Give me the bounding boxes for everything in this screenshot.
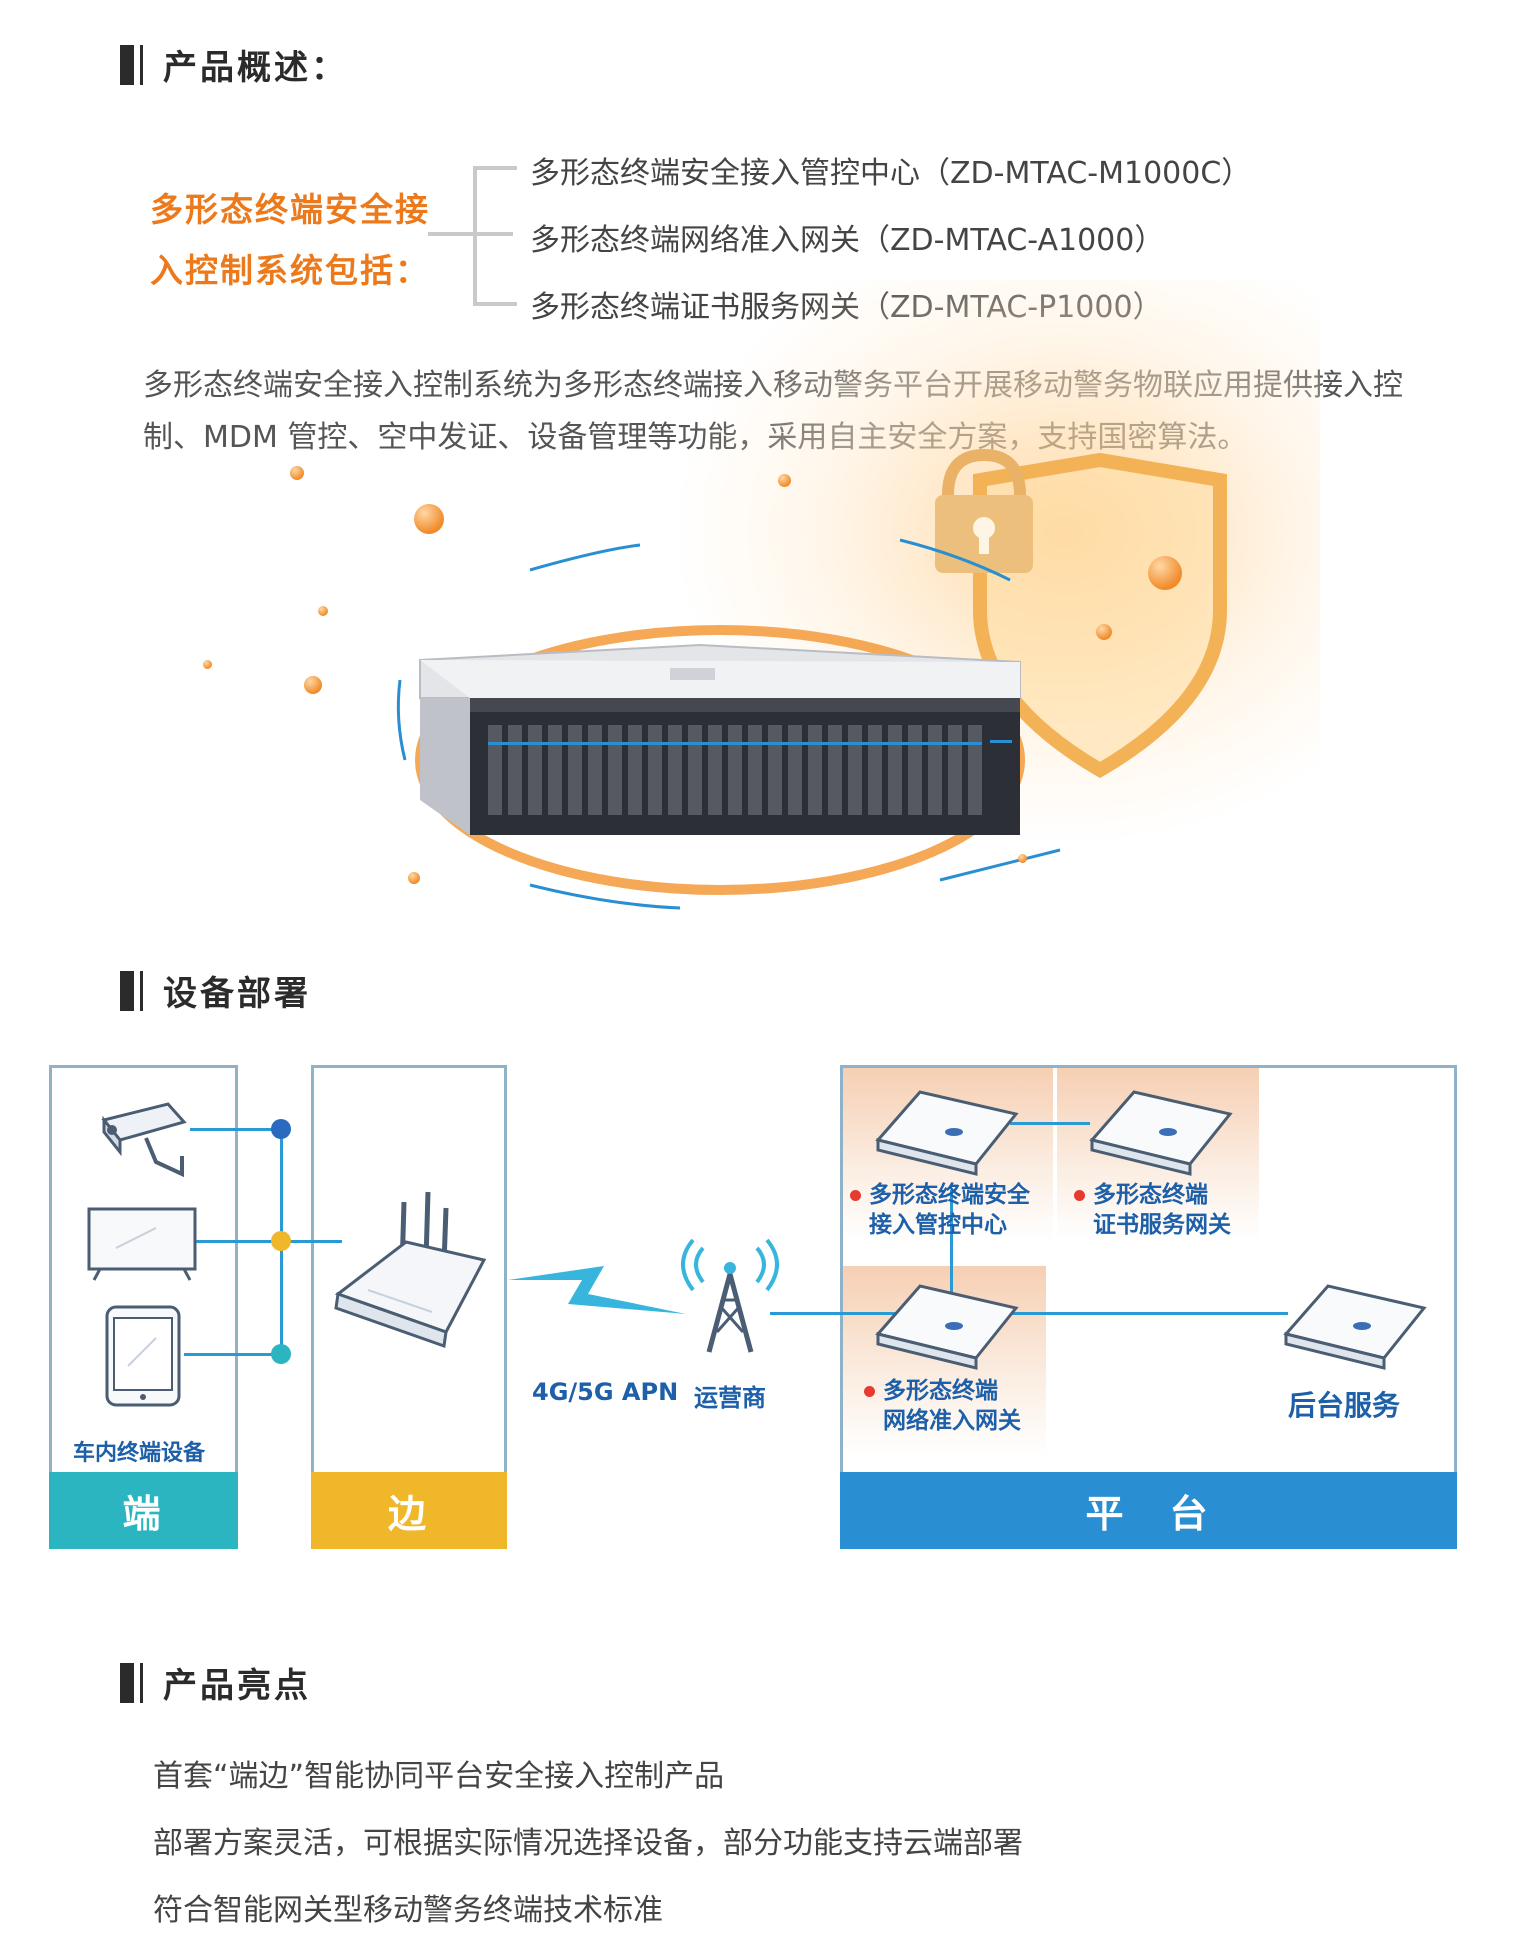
tablet-link (184, 1353, 282, 1356)
backend-service-label: 后台服务 (1288, 1389, 1401, 1422)
orange-bubble-icon (408, 872, 420, 884)
highlights-title: 产品亮点 (163, 1666, 311, 1706)
mgmt-access-link (950, 1190, 953, 1298)
platform-band: 平 台 (840, 1472, 1457, 1549)
mgmt-center-label-line1: 多形态终端安全 (869, 1182, 1030, 1208)
terminal-devices-label: 车内终端设备 (73, 1441, 206, 1466)
system-title-line2: 入控制系统包括： (150, 251, 430, 290)
header-bar-thin-icon (140, 970, 143, 1011)
cert-gateway-label-line1: 多形态终端 (1093, 1182, 1208, 1208)
header-bar-icon (120, 970, 134, 1011)
deployment-header: 设备部署 (120, 966, 311, 1015)
carrier-platform-link (770, 1312, 1288, 1315)
component-mgmt-center: 多形态终端安全接入管控中心（ZD-MTAC-M1000C） (530, 156, 1252, 191)
overview-title: 产品概述： (163, 48, 348, 88)
highlight-item: 符合智能网关型移动警务终端技术标准 (153, 1893, 663, 1928)
header-bar-icon (120, 44, 134, 85)
header-bar-thin-icon (140, 44, 143, 85)
access-gateway-appliance-icon (875, 1284, 1019, 1370)
cert-gateway-appliance-icon (1089, 1090, 1233, 1176)
highlights-header: 产品亮点 (120, 1658, 311, 1707)
component-bracket (473, 166, 517, 306)
junction-dot-tablet (271, 1344, 291, 1364)
edge-band: 边 (311, 1472, 507, 1549)
junction-dot-tv (271, 1231, 291, 1251)
edge-router-icon (334, 1191, 487, 1349)
red-bullet-icon (850, 1190, 861, 1201)
tv-link (196, 1240, 342, 1243)
orange-bubble-icon (1096, 624, 1112, 640)
bracket-tick (473, 232, 513, 236)
orange-bubble-icon (318, 606, 328, 616)
camera-icon (101, 1102, 187, 1178)
cert-gateway-label: 多形态终端 证书服务网关 (1074, 1180, 1231, 1240)
tablet-icon (105, 1305, 181, 1407)
terminal-band: 端 (49, 1472, 238, 1549)
backend-server-appliance-icon (1283, 1284, 1427, 1370)
junction-dot-camera (271, 1119, 291, 1139)
red-bullet-icon (864, 1386, 875, 1397)
orange-bubble-icon (290, 466, 304, 480)
carrier-label: 运营商 (694, 1384, 766, 1412)
orange-bubble-icon (1018, 854, 1027, 863)
header-bar-icon (120, 1662, 134, 1703)
access-gateway-label: 多形态终端 网络准入网关 (864, 1376, 1021, 1436)
overview-header: 产品概述： (120, 40, 348, 89)
wireless-link-icon (508, 1266, 686, 1314)
deployment-title: 设备部署 (163, 974, 311, 1014)
orange-bubble-icon (304, 676, 322, 694)
red-bullet-icon (1074, 1190, 1085, 1201)
cell-tower-icon (681, 1238, 779, 1353)
orange-bubble-icon (203, 660, 212, 669)
mgmt-center-appliance-icon (875, 1090, 1019, 1176)
mgmt-cert-link (1010, 1122, 1090, 1125)
orange-bubble-icon (778, 474, 791, 487)
orange-bubble-icon (414, 504, 444, 534)
access-gateway-label-line1: 多形态终端 (883, 1378, 998, 1404)
server-icon (419, 643, 1021, 835)
orange-bubble-icon (1148, 556, 1182, 590)
mgmt-center-label: 多形态终端安全 接入管控中心 (850, 1180, 1030, 1240)
highlight-item: 部署方案灵活，可根据实际情况选择设备，部分功能支持云端部署 (153, 1826, 1023, 1861)
tv-icon (87, 1207, 197, 1281)
access-gateway-label-line2: 网络准入网关 (883, 1408, 1021, 1434)
system-title-line1: 多形态终端安全接 (150, 190, 430, 229)
lock-icon (935, 448, 1033, 573)
product-illustration (396, 448, 1227, 910)
cert-gateway-label-line2: 证书服务网关 (1093, 1212, 1231, 1238)
highlight-item: 首套“端边”智能协同平台安全接入控制产品 (153, 1759, 725, 1794)
component-access-gateway: 多形态终端网络准入网关（ZD-MTAC-A1000） (530, 223, 1165, 258)
link-label: 4G/5G APN (532, 1378, 679, 1406)
camera-link (190, 1128, 282, 1131)
bracket-middle-line (428, 232, 513, 236)
header-bar-thin-icon (140, 1662, 143, 1703)
mgmt-center-label-line2: 接入管控中心 (869, 1212, 1007, 1238)
